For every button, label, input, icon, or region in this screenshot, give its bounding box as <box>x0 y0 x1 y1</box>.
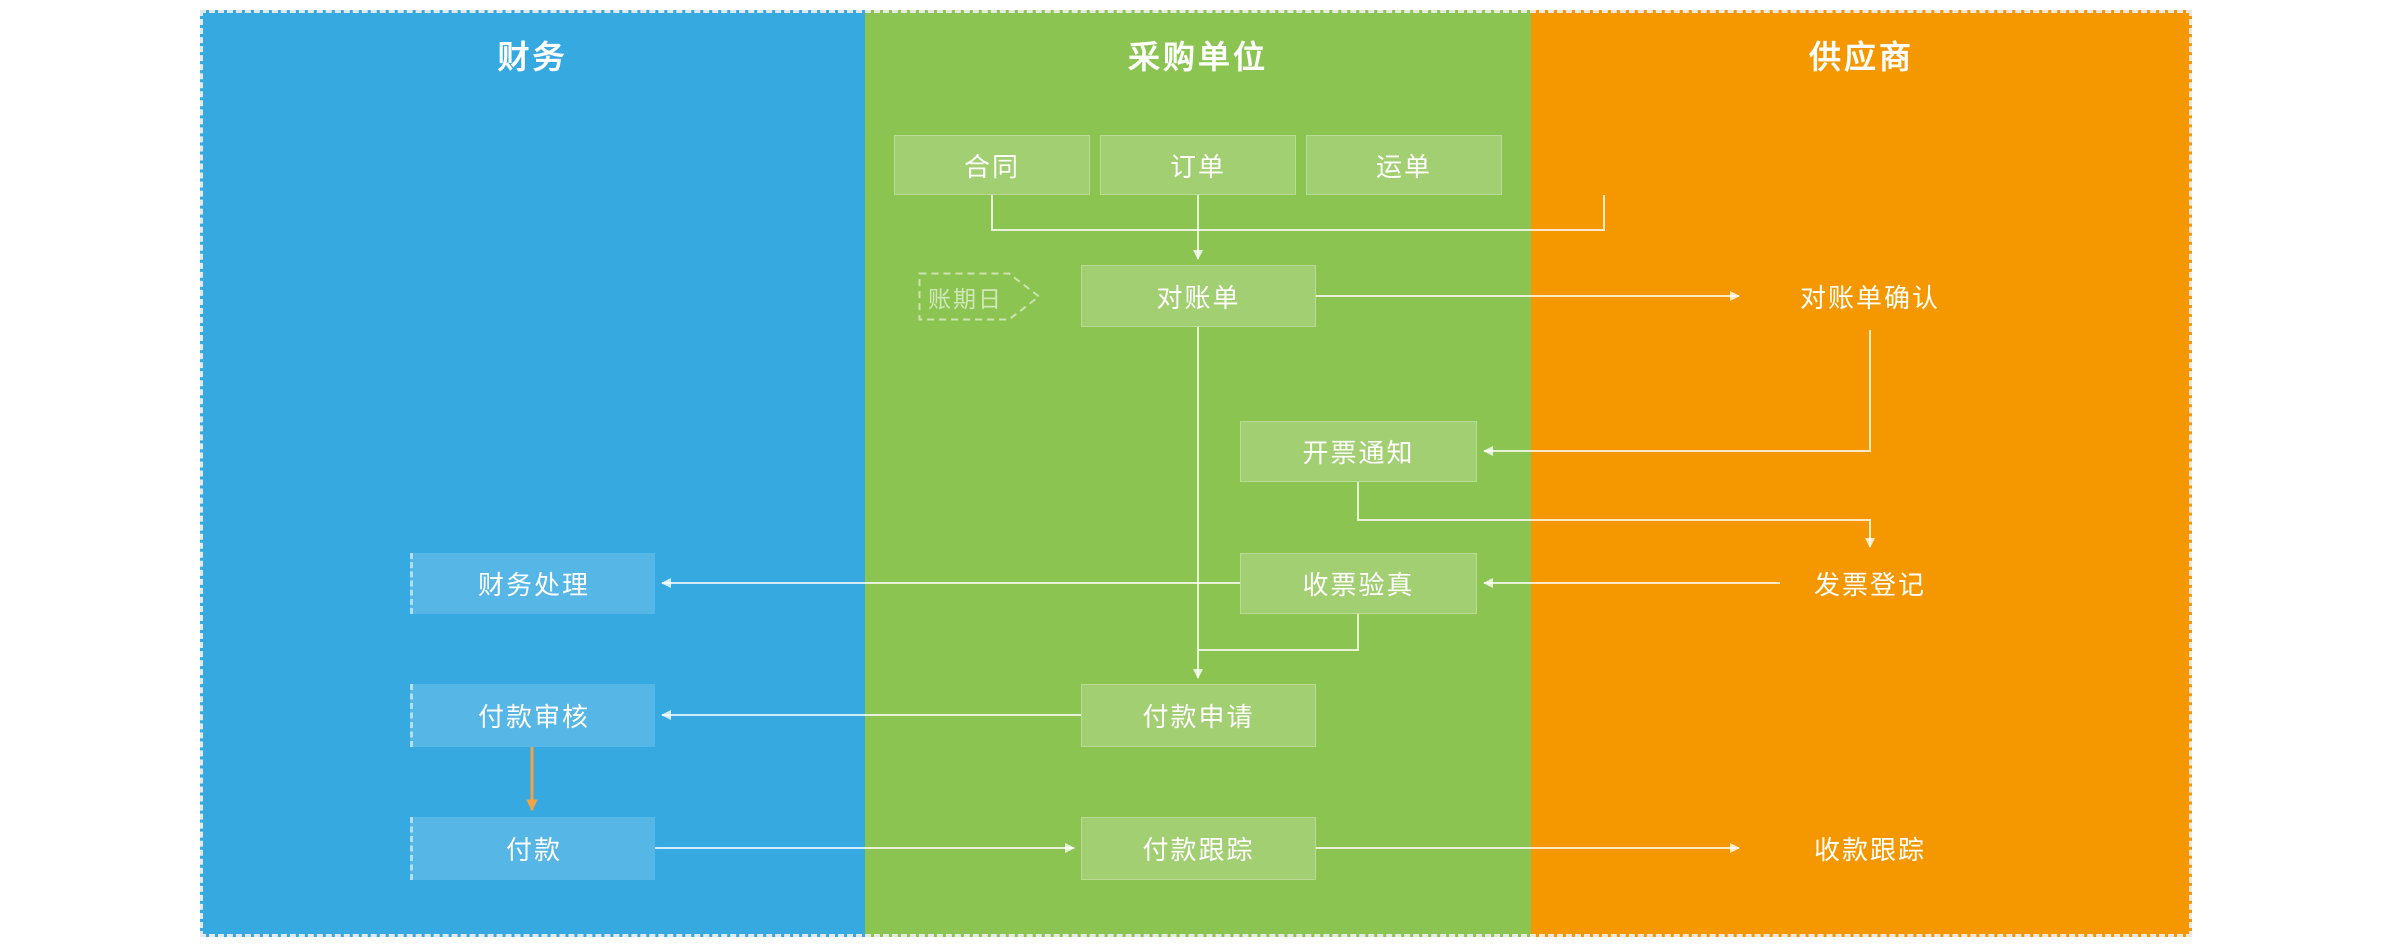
node-payment-tracking: 付款跟踪 <box>1081 817 1316 880</box>
node-finance-process: 财务处理 <box>410 553 655 614</box>
node-order: 订单 <box>1100 135 1296 195</box>
lane-procurement: 采购单位 <box>865 10 1531 937</box>
node-invoice-register: 发票登记 <box>1813 570 1926 600</box>
node-waybill: 运单 <box>1306 135 1502 195</box>
procurement-flow-diagram: 财务 采购单位 供应商 合同 订单 运单 对账单 开票通知 <box>200 10 2192 937</box>
node-payment: 付款 <box>410 817 655 880</box>
node-invoice-verify: 收票验真 <box>1240 553 1477 614</box>
lane-supplier-title: 供应商 <box>1808 39 1914 75</box>
node-invoice-notice: 开票通知 <box>1240 421 1477 482</box>
lane-supplier: 供应商 <box>1531 10 2192 937</box>
node-payment-request: 付款申请 <box>1081 684 1316 747</box>
node-statement-confirm: 对账单确认 <box>1799 282 1940 313</box>
billing-date-tag: 账期日 <box>918 272 1041 321</box>
connector-verify-branch <box>1198 614 1359 651</box>
connector-docs-merge <box>991 195 1605 231</box>
connector-notice-to-invoice-register <box>1357 482 1875 548</box>
node-statement: 对账单 <box>1081 265 1316 327</box>
node-receipt-tracking: 收款跟踪 <box>1813 835 1926 865</box>
lane-finance-title: 财务 <box>497 39 568 75</box>
billing-date-tag-shape <box>918 272 1041 321</box>
node-contract: 合同 <box>894 135 1090 195</box>
lane-procurement-title: 采购单位 <box>1127 39 1268 75</box>
connector-confirm-to-invoice-notice <box>1483 330 1871 456</box>
billing-date-label: 账期日 <box>928 285 1003 312</box>
node-payment-review: 付款审核 <box>410 684 655 747</box>
flow-connectors <box>526 195 1875 853</box>
